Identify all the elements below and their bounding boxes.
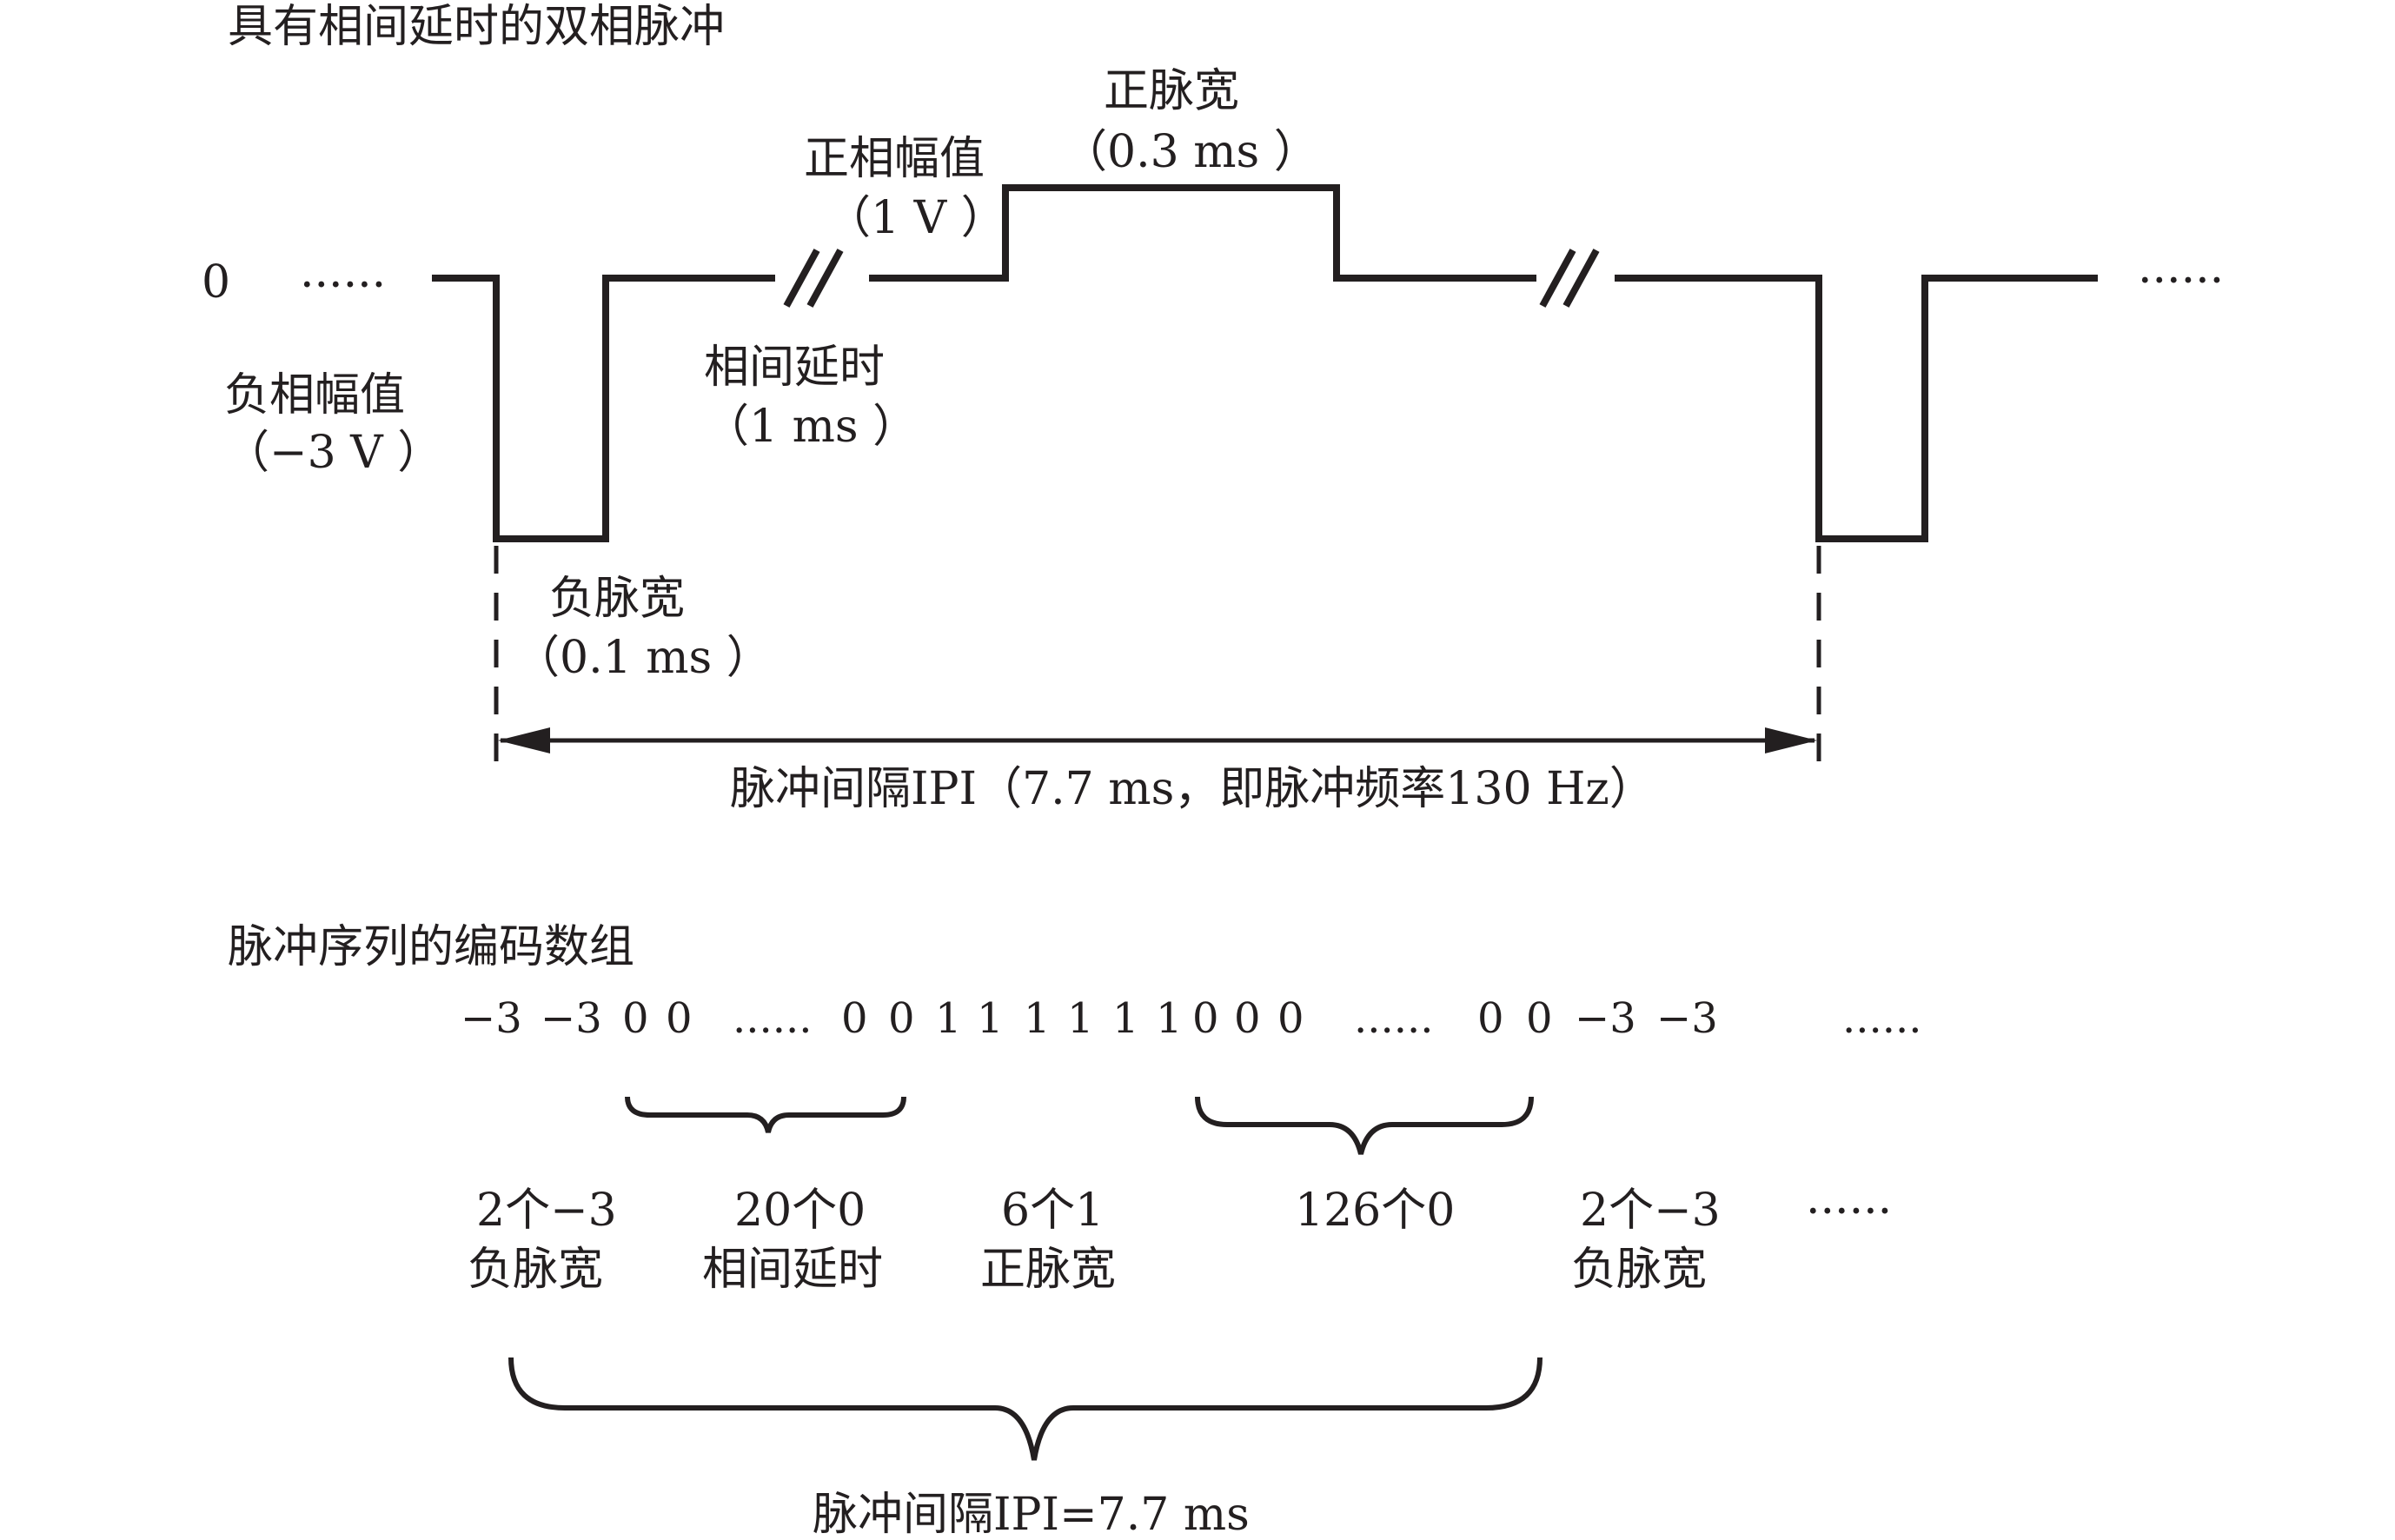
pulse-waveform-part1 [432, 275, 775, 542]
seq-ellipsis: ...... [733, 994, 813, 1043]
group-count-label: 2个−3 [1580, 1185, 1721, 1237]
pulse-waveform-part2 [869, 184, 1536, 282]
negative-width-value: （0.1 ms ） [514, 632, 772, 684]
seq-value: 0 [841, 994, 868, 1043]
interphase-delay-value: （1 ms ） [704, 401, 918, 453]
waveform-title: 具有相间延时的双相脉冲 [228, 1, 725, 53]
group-trailing-ellipsis: ...... [1806, 1172, 1892, 1225]
group-meaning-label: 负脉宽 [1571, 1244, 1707, 1296]
zero-level-label: 0 [202, 256, 230, 309]
group-meaning-label: 正脉宽 [980, 1244, 1116, 1296]
seq-value: 0 [1526, 994, 1553, 1043]
break-mark-right [1539, 249, 1600, 308]
positive-width-value: （0.3 ms ） [1062, 126, 1319, 178]
seq-value: −3 [1656, 994, 1718, 1043]
brace-ipi-total [508, 1357, 1542, 1461]
left-ellipsis: ...... [300, 246, 386, 298]
seq-value: 0 [1477, 994, 1504, 1043]
seq-ellipsis: ...... [1354, 994, 1434, 1043]
seq-value: 1 [977, 994, 1004, 1043]
encoding-sequence: −3 −3 0 0 ...... 0 0 1 1 1 1 1 1 0 0 0 .… [461, 994, 1922, 1043]
seq-value: 0 [666, 994, 693, 1043]
group-count-label: 126个0 [1295, 1185, 1455, 1237]
seq-value: 0 [622, 994, 649, 1043]
ipi-waveform-label: 脉冲间隔IPI（7.7 ms，即脉冲频率130 Hz） [730, 763, 1655, 815]
seq-value: 0 [1277, 994, 1304, 1043]
seq-value: 0 [1234, 994, 1261, 1043]
seq-value: 1 [1112, 994, 1139, 1043]
seq-value: 0 [888, 994, 915, 1043]
positive-amplitude-label: 正相幅值 [804, 133, 985, 185]
negative-amplitude-value: （−3 V ） [224, 427, 442, 479]
group-count-label: 2个−3 [476, 1185, 617, 1237]
group-meaning-label: 相间延时 [702, 1244, 883, 1296]
right-ellipsis: ...... [2138, 242, 2224, 294]
seq-value: 1 [1024, 994, 1051, 1043]
seq-value: −3 [541, 994, 602, 1043]
ipi-encoding-label: 脉冲间隔IPI=7.7 ms [813, 1489, 1250, 1540]
seq-value: −3 [1575, 994, 1636, 1043]
break-mark-left [783, 249, 844, 308]
positive-width-label: 正脉宽 [1104, 65, 1239, 117]
seq-ellipsis: ...... [1842, 994, 1922, 1043]
negative-width-label: 负脉宽 [549, 573, 685, 625]
seq-value: −3 [461, 994, 522, 1043]
seq-value: 1 [935, 994, 962, 1043]
brace-interphase-zeros [625, 1096, 906, 1133]
seq-value: 1 [1067, 994, 1094, 1043]
group-count-label: 6个1 [1001, 1185, 1104, 1237]
brace-trailing-zeros [1195, 1096, 1534, 1155]
seq-value: 0 [1192, 994, 1219, 1043]
interphase-delay-label: 相间延时 [704, 342, 885, 394]
pulse-waveform-part3 [1615, 275, 2098, 542]
group-meaning-label: 负脉宽 [468, 1244, 603, 1296]
group-count-label: 20个0 [734, 1185, 866, 1237]
positive-amplitude-value: （1 V ） [826, 192, 1006, 244]
seq-value: 1 [1156, 994, 1183, 1043]
encoding-title: 脉冲序列的编码数组 [228, 921, 634, 973]
negative-amplitude-label: 负相幅值 [224, 369, 405, 422]
